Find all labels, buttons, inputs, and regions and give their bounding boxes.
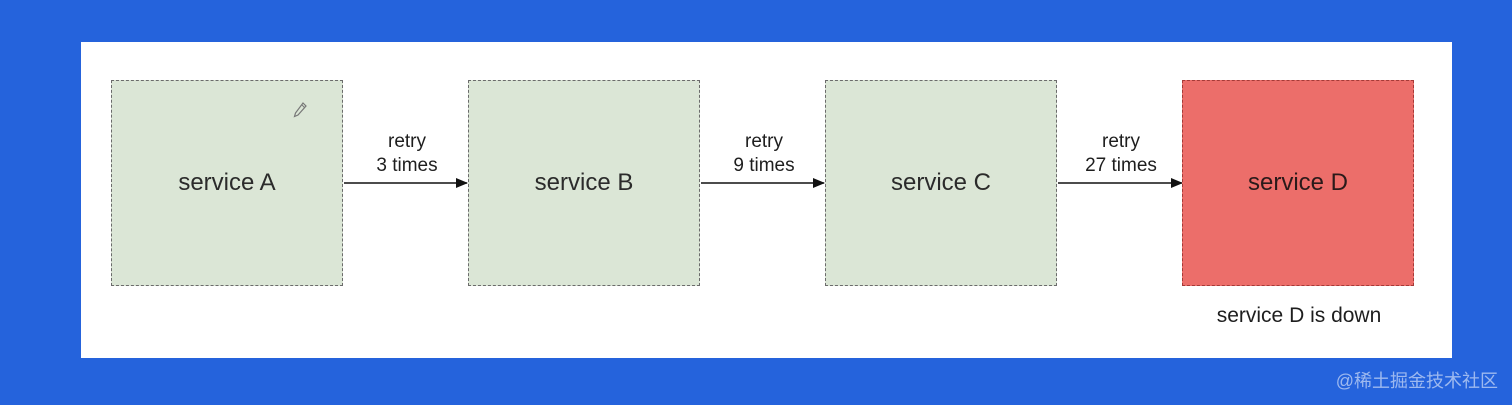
service-d-label: service D	[1247, 169, 1349, 196]
diagram-canvas: service A service B service C service D …	[81, 42, 1452, 358]
service-d-box[interactable]: service D	[1182, 80, 1414, 286]
edge-label-a-b-line2: 3 times	[376, 155, 438, 176]
service-a-box[interactable]: service A	[111, 80, 343, 286]
pencil-icon	[293, 102, 307, 118]
edge-label-c-d-line1: retry	[1102, 131, 1140, 152]
edge-label-b-c-line2: 9 times	[733, 155, 795, 176]
service-b-box[interactable]: service B	[468, 80, 700, 286]
edge-label-c-d-line2: 27 times	[1085, 155, 1157, 176]
watermark: @稀土掘金技术社区	[1335, 371, 1498, 391]
edge-label-c-d: retry 27 times	[1059, 130, 1183, 178]
status-note: service D is down	[1216, 304, 1382, 327]
service-a-label: service A	[178, 169, 276, 196]
edge-label-b-c: retry 9 times	[702, 130, 826, 178]
service-c-label: service C	[890, 169, 992, 196]
service-b-label: service B	[534, 169, 634, 196]
edge-label-a-b: retry 3 times	[345, 130, 469, 178]
arrows-layer	[344, 178, 1183, 188]
edge-label-a-b-line1: retry	[388, 131, 426, 152]
edge-label-b-c-line1: retry	[745, 131, 783, 152]
service-c-box[interactable]: service C	[825, 80, 1057, 286]
